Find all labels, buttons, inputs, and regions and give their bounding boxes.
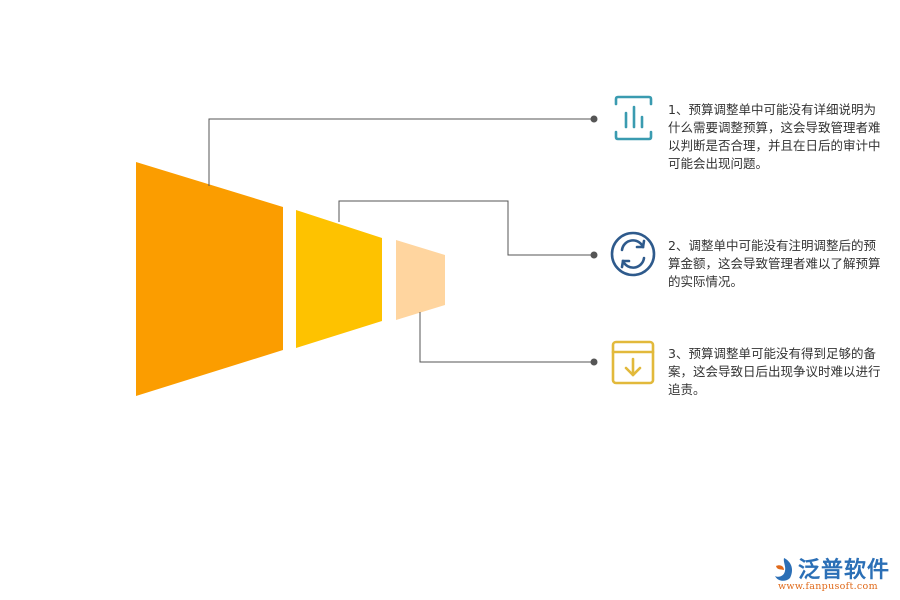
brand-name: 泛普软件 [798,558,891,583]
funnel-segment-1 [136,162,283,396]
connector-line-3 [419,312,594,363]
connector-line-1 [208,118,594,186]
connector-dot-2 [590,251,598,259]
download-box-icon [611,340,655,385]
refresh-icon [610,231,656,277]
item-text-1: 1、预算调整单中可能没有详细说明为什么需要调整预算，这会导致管理者难以判断是否合… [668,102,881,171]
bar-chart-icon [614,95,653,141]
item-text-3: 3、预算调整单可能没有得到足够的备案，这会导致日后出现争议时难以进行追责。 [668,346,881,397]
connector-line-2 [338,200,594,256]
funnel-segment-3 [396,240,445,320]
brand-url: www.fanpusoft.com [778,581,878,592]
funnel-segment-2 [296,210,382,348]
connector-dot-1 [590,115,598,123]
brand-logo-icon [775,558,792,581]
item-text-2: 2、调整单中可能没有注明调整后的预算金额，这会导致管理者难以了解预算的实际情况。 [668,238,881,289]
brand-watermark: 泛普软件 www.fanpusoft.com [770,552,895,598]
connector-dot-3 [590,358,598,366]
